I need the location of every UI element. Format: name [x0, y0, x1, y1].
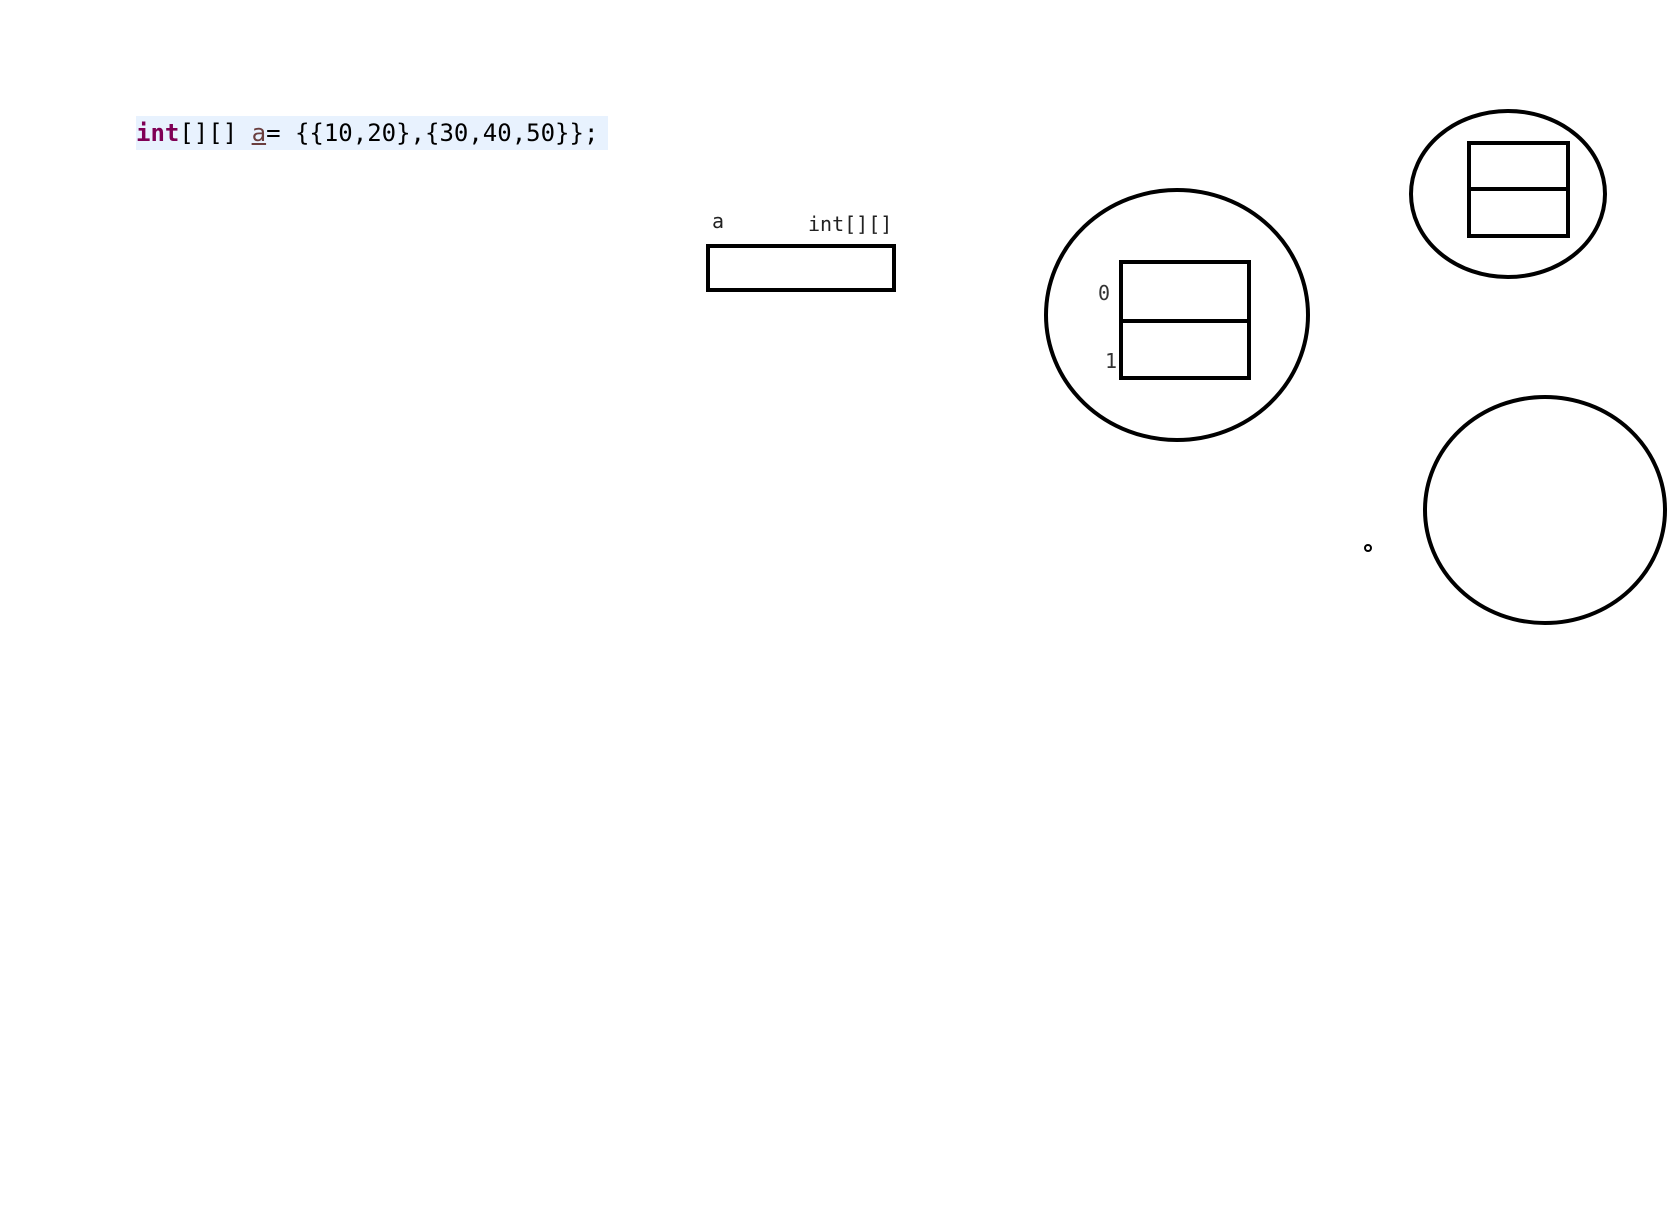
inner-array-object-circle-1: [1409, 109, 1607, 279]
reference-type-label: int[][]: [808, 212, 893, 236]
outer-index-1-label: 1: [1105, 349, 1117, 373]
inner-array-object-circle-2: [1423, 395, 1667, 625]
code-statement: int[][] a= {{10,20},{30,40,50}};: [136, 116, 608, 150]
code-variable: a: [251, 119, 267, 147]
code-keyword: int: [136, 119, 180, 147]
stray-dot: [1364, 544, 1372, 552]
outer-index-0-label: 0: [1098, 281, 1110, 305]
code-initializer: = {{10,20},{30,40,50}};: [266, 119, 599, 147]
reference-name-label: a: [712, 209, 725, 233]
code-type-suffix: [][]: [179, 119, 252, 147]
outer-array-object-circle: [1044, 188, 1310, 442]
reference-variable-box: [706, 244, 896, 292]
